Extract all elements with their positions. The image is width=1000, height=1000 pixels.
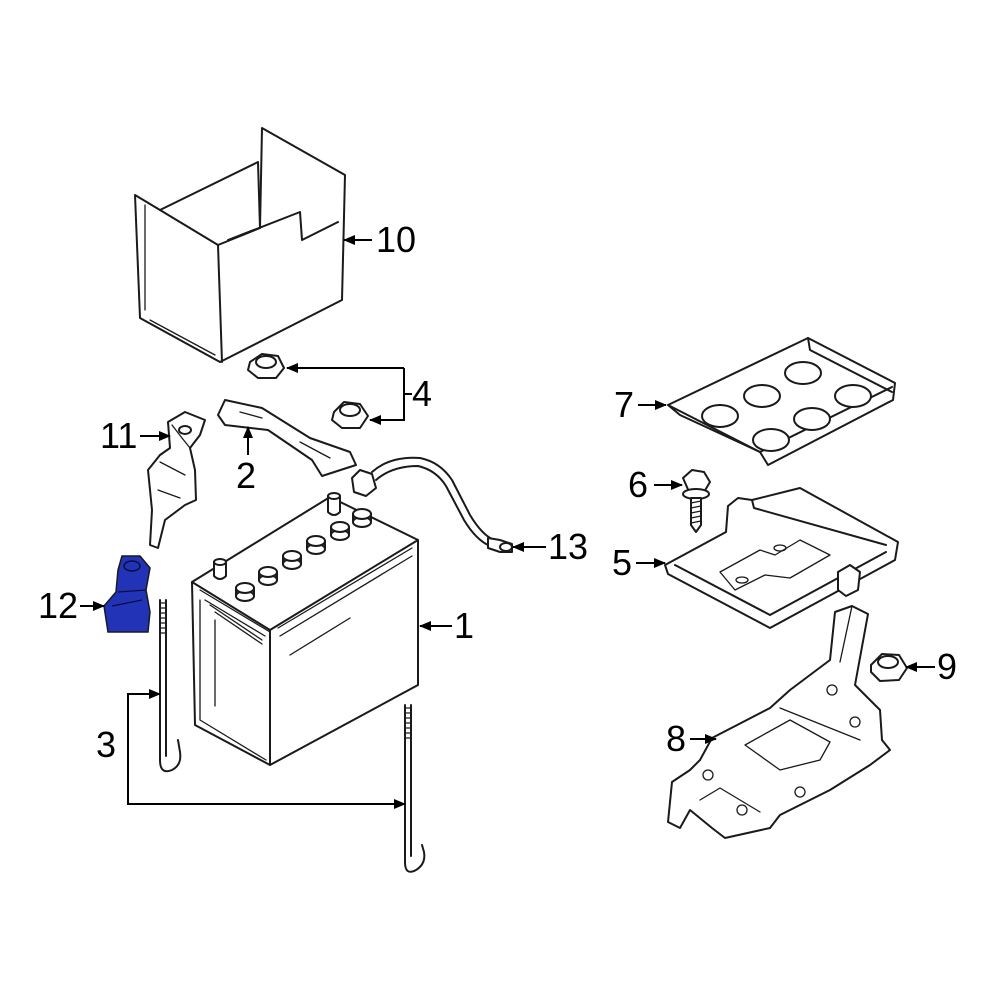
callout-8: 8 [666,718,686,759]
part-4-nut-upper [247,353,285,379]
battery-terminal-positive [327,492,341,516]
part-6-bolt [682,469,711,533]
callout-10: 10 [376,219,416,260]
callout-labels: 10 4 2 11 12 1 13 3 7 6 5 9 8 [38,219,957,765]
part-8-support-bracket [667,605,891,839]
callout-12: 12 [38,585,78,626]
part-11-terminal-cover [147,411,206,549]
callout-7: 7 [614,384,634,425]
part-3-j-bolt-short [159,599,182,773]
callout-3: 3 [96,724,116,765]
callout-leaders [80,235,935,809]
callout-9: 9 [937,646,957,687]
callout-2: 2 [236,455,256,496]
battery-terminal-negative [213,558,227,580]
callout-1: 1 [454,605,474,646]
leader-4-lower [369,368,405,425]
part-1-battery [191,492,419,766]
part-13-battery-cable [351,456,513,553]
part-12-terminal-cap [103,555,151,633]
part-10-battery-cover [134,127,346,363]
part-2-hold-down-bracket [217,399,357,477]
leader-3-long [127,745,406,809]
callout-11: 11 [100,415,137,456]
part-5-battery-tray [664,487,899,629]
callout-5: 5 [612,542,632,583]
callout-13: 13 [548,526,588,567]
battery-cell-caps [235,508,372,602]
part-3-j-bolt-long [404,704,426,873]
part-7-insulator-pad [667,337,896,466]
part-9-nut [870,653,908,682]
callout-4: 4 [412,373,432,414]
leader-3-short [127,689,161,745]
callout-6: 6 [628,464,648,505]
part-4-nut-lower [331,401,369,429]
